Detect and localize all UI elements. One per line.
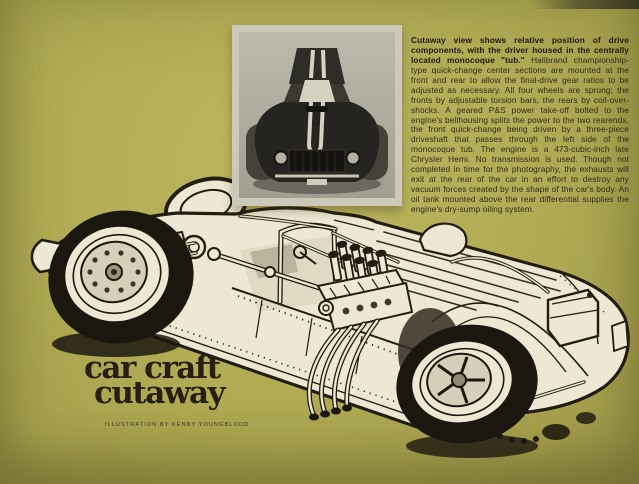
logo-line2: cutaway xyxy=(94,375,226,411)
grille xyxy=(288,149,346,173)
roll-cage xyxy=(238,214,550,305)
front-driveshaft xyxy=(207,247,335,295)
windshield-stripe xyxy=(299,80,335,102)
scan-edge-shadow xyxy=(531,0,639,9)
right-headlight xyxy=(345,150,361,166)
logo-block: car craft cutaway ILLUSTRATION BY KENNY … xyxy=(84,350,250,440)
photo-frame xyxy=(232,25,402,206)
wheel-holes xyxy=(87,250,141,293)
hood-scoop xyxy=(305,106,329,112)
front-wheel xyxy=(48,210,194,357)
hemi-engine xyxy=(316,240,414,332)
left-headlight xyxy=(273,150,289,166)
race-car-photo xyxy=(239,32,395,198)
illustrator-credit: ILLUSTRATION BY KENNY YOUNGBLOOD xyxy=(105,422,250,428)
rear-wheel xyxy=(396,324,538,458)
steering-wheel xyxy=(293,245,317,265)
headrest-fairing xyxy=(418,222,468,258)
cockpit-shading xyxy=(240,236,344,312)
caption-body: Halibrand championship-type quick-change… xyxy=(411,55,629,214)
oil-tank xyxy=(546,288,600,348)
engine-block xyxy=(324,281,414,332)
caption-bold-intro: Cutaway view shows relative position of … xyxy=(411,35,629,66)
front-plate xyxy=(307,179,327,185)
car-body xyxy=(254,48,380,185)
exhaust-headers xyxy=(306,318,380,421)
caption-text: Cutaway view shows relative position of … xyxy=(411,35,629,214)
logo-line1: car craft xyxy=(84,350,221,386)
